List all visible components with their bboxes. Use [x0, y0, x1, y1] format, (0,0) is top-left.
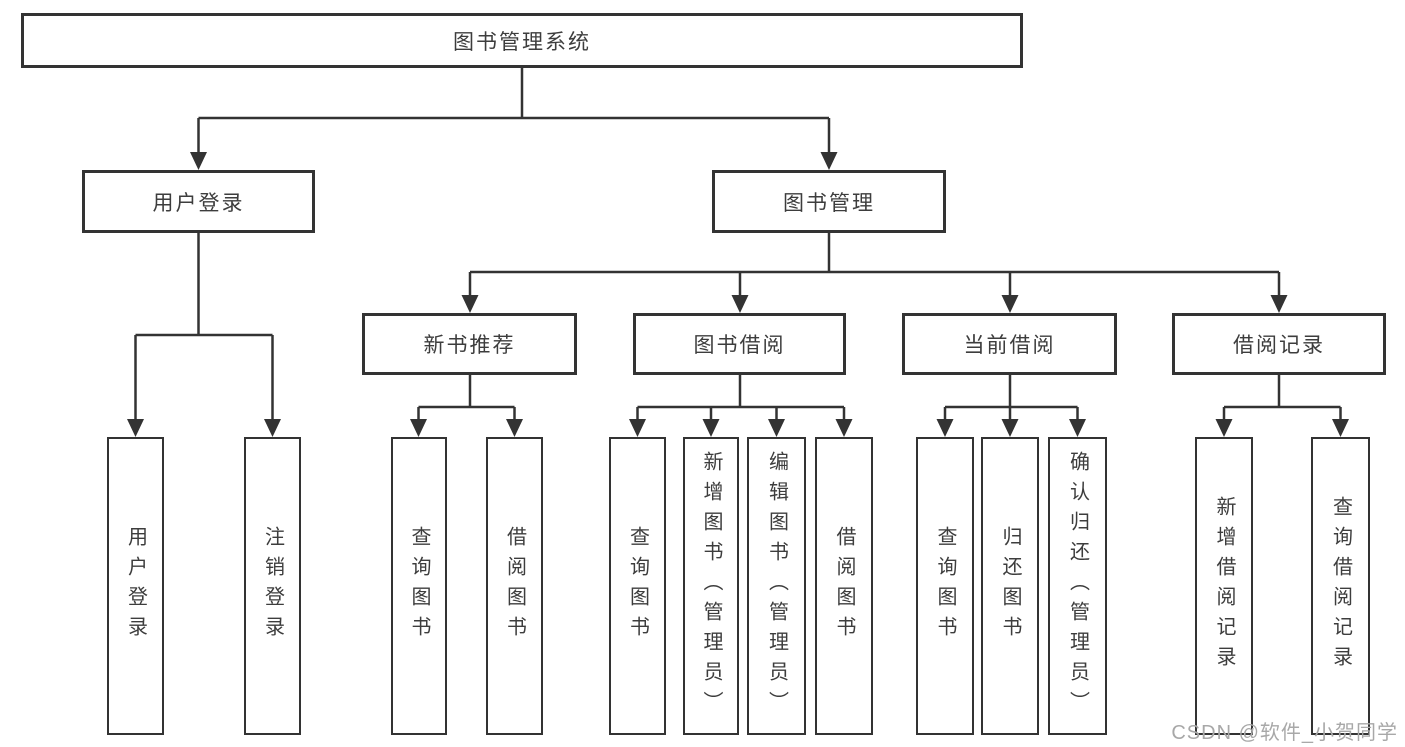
node-label: 新书推荐 — [423, 334, 516, 357]
node-label: 借阅图书 — [503, 526, 526, 646]
node-label: 新增图书（管理员） — [700, 451, 722, 721]
watermark: CSDN @软件_小贺同学 — [1171, 722, 1398, 744]
node-leaf-logout: 注销登录 — [244, 437, 301, 735]
node-new-book-recommendation: 新书推荐 — [362, 313, 577, 375]
node-label: 注销登录 — [261, 526, 284, 646]
node-library-management-system: 图书管理系统 — [21, 13, 1023, 68]
node-label: 查询图书 — [934, 526, 956, 646]
node-label: 查询图书 — [408, 526, 430, 646]
node-book-management: 图书管理 — [712, 170, 946, 233]
node-label: 图书借阅 — [693, 334, 786, 357]
node-leaf-query-books-recommend: 查询图书 — [391, 437, 447, 735]
node-leaf-borrow-books: 借阅图书 — [815, 437, 873, 735]
node-current-borrowing: 当前借阅 — [902, 313, 1117, 375]
node-leaf-confirm-return-admin: 确认归还（管理员） — [1048, 437, 1107, 735]
node-book-borrowing: 图书借阅 — [633, 313, 846, 375]
node-leaf-user-login: 用户登录 — [107, 437, 164, 735]
node-label: 图书管理 — [783, 191, 875, 215]
node-label: 归还图书 — [999, 526, 1021, 646]
node-leaf-add-borrow-record: 新增借阅记录 — [1195, 437, 1253, 735]
node-leaf-query-books-borrowing: 查询图书 — [609, 437, 666, 735]
node-label: 图书管理系统 — [453, 30, 591, 54]
node-label: 借阅记录 — [1233, 334, 1325, 357]
node-leaf-borrow-books-recommend: 借阅图书 — [486, 437, 543, 735]
node-leaf-query-borrow-record: 查询借阅记录 — [1311, 437, 1370, 735]
node-label: 用户登录 — [152, 191, 245, 215]
node-user-login-branch: 用户登录 — [82, 170, 315, 233]
node-leaf-return-books: 归还图书 — [981, 437, 1039, 735]
node-leaf-edit-books-admin: 编辑图书（管理员） — [747, 437, 806, 735]
node-label: 确认归还（管理员） — [1066, 451, 1089, 721]
node-label: 当前借阅 — [963, 334, 1056, 357]
node-label: 新增借阅记录 — [1213, 496, 1235, 676]
node-leaf-add-books-admin: 新增图书（管理员） — [683, 437, 739, 735]
node-label: 用户登录 — [124, 526, 147, 646]
node-label: 查询借阅记录 — [1329, 496, 1352, 676]
node-label: 查询图书 — [626, 526, 649, 646]
node-label: 编辑图书（管理员） — [765, 451, 788, 721]
node-borrowing-records: 借阅记录 — [1172, 313, 1386, 375]
node-leaf-query-books-current: 查询图书 — [916, 437, 974, 735]
node-label: 借阅图书 — [833, 526, 855, 646]
